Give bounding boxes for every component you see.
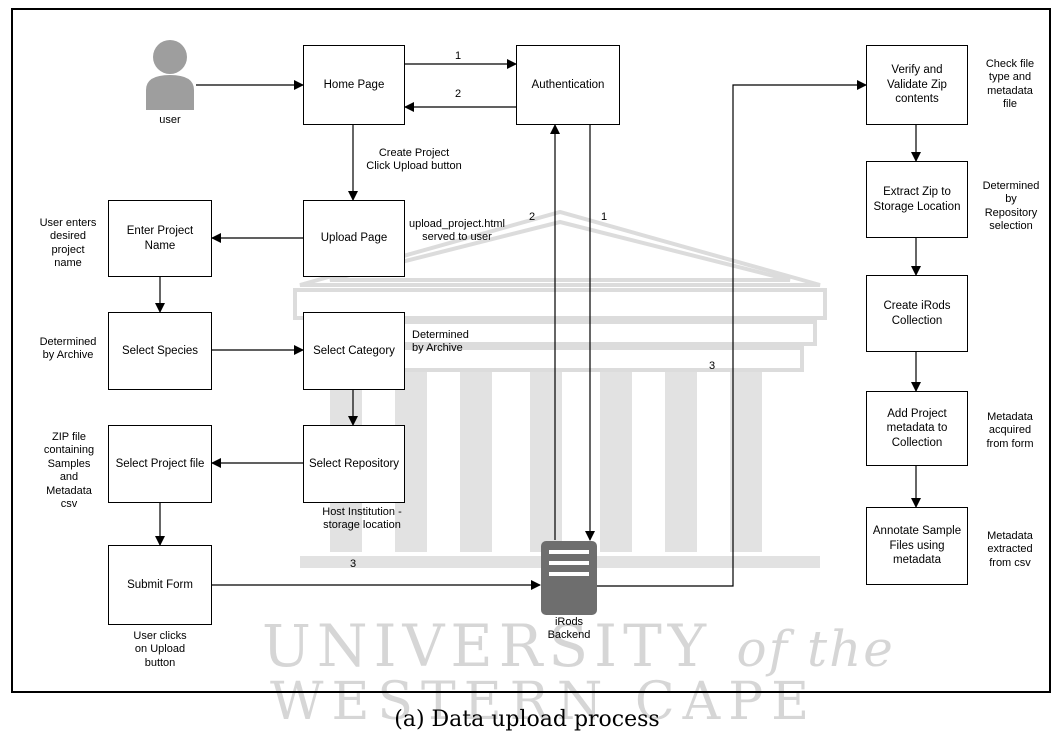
- note-metadata-form: Metadata acquired from form: [986, 411, 1034, 450]
- note-create-project: Create Project Click Upload button: [366, 147, 462, 173]
- note-upload-served: upload_project.html served to user: [408, 218, 505, 244]
- note-determined-repository: Determined by Repository selection: [982, 180, 1040, 233]
- note-determined-archive-left: Determined by Archive: [39, 336, 97, 362]
- user-label: user: [159, 114, 181, 126]
- backend-label: iRods Backend: [547, 616, 591, 642]
- note-user-enters: User enters desired project name: [39, 217, 97, 270]
- enter-project-name-box: Enter Project Name: [108, 200, 212, 277]
- note-metadata-csv: Metadata extracted from csv: [987, 530, 1033, 569]
- select-project-file-box: Select Project file: [108, 425, 212, 503]
- annotate-sample-files-box: Annotate Sample Files using metadata: [866, 507, 968, 585]
- edge-label-home-auth: 1: [455, 50, 462, 62]
- note-user-clicks: User clicks on Upload button: [133, 630, 187, 669]
- edge-label-submit-backend: 3: [350, 558, 357, 570]
- select-category-box: Select Category: [303, 312, 405, 390]
- add-project-metadata-box: Add Project metadata to Collection: [866, 391, 968, 466]
- note-check-file: Check file type and metadata file: [985, 58, 1035, 111]
- user-icon: [146, 40, 194, 110]
- select-species-box: Select Species: [108, 312, 212, 390]
- upload-page-box: Upload Page: [303, 200, 405, 277]
- diagram-frame: [11, 8, 1051, 693]
- edge-label-backend-verify: 3: [709, 360, 716, 372]
- authentication-box: Authentication: [516, 45, 620, 125]
- extract-zip-box: Extract Zip to Storage Location: [866, 161, 968, 238]
- watermark-university: UNIVERSITY of the: [262, 612, 895, 680]
- note-determined-archive-mid: Determined by Archive: [412, 329, 469, 355]
- home-page-box: Home Page: [303, 45, 405, 125]
- edge-label-auth-home: 2: [455, 88, 462, 100]
- verify-validate-box: Verify and Validate Zip contents: [866, 45, 968, 125]
- watermark-western-cape: WESTERN CAPE: [270, 672, 818, 732]
- note-host-institution: Host Institution - storage location: [322, 506, 402, 532]
- server-icon: [541, 541, 597, 615]
- note-zip-file: ZIP file containing Samples and Metadata…: [43, 431, 95, 511]
- submit-form-box: Submit Form: [108, 545, 212, 625]
- select-repository-box: Select Repository: [303, 425, 405, 503]
- edge-label-auth-backend: 1: [601, 211, 608, 223]
- edge-backend-verify: [597, 80, 867, 587]
- create-irods-collection-box: Create iRods Collection: [866, 275, 968, 352]
- edge-label-backend-auth: 2: [529, 211, 536, 223]
- figure-caption: (a) Data upload process: [394, 707, 660, 732]
